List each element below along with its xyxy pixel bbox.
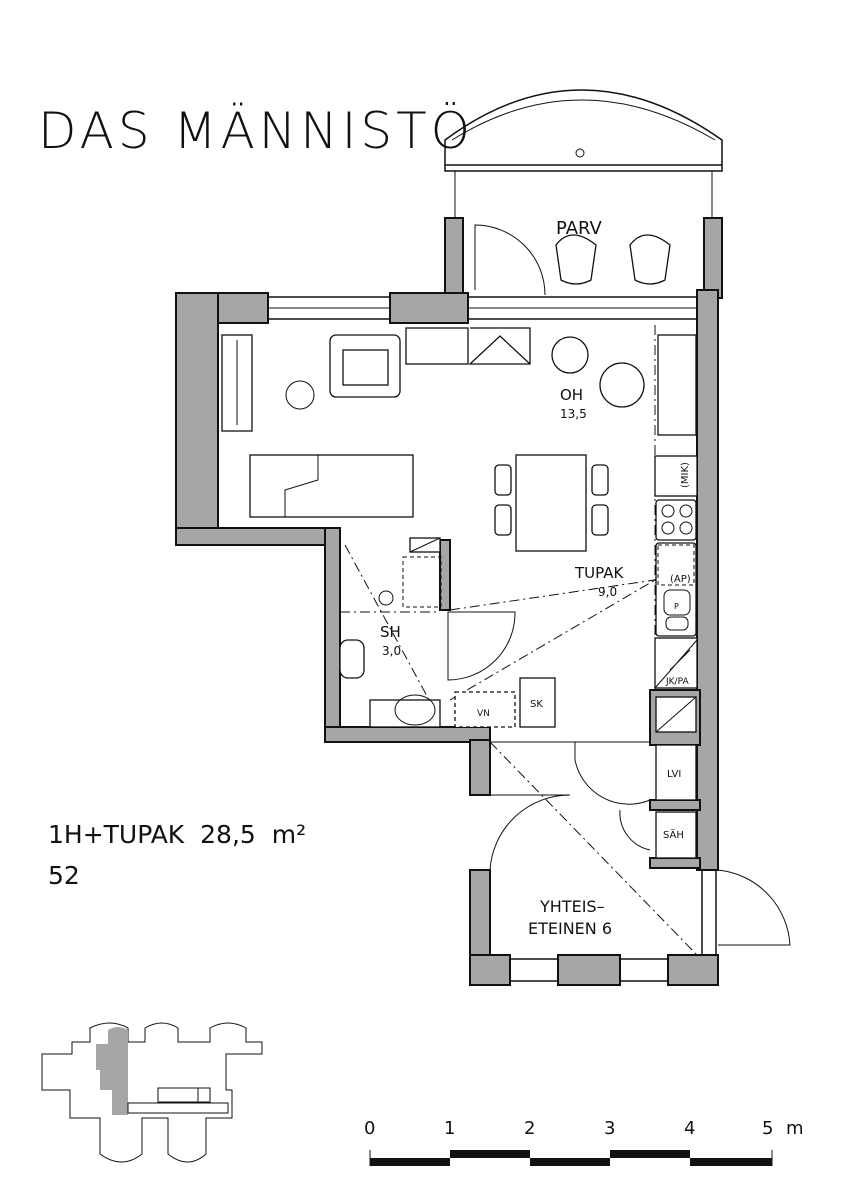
label-cabinet: SK [530,699,543,710]
microwave-cabinet [654,455,698,497]
scale-tick: 3 [604,1118,615,1139]
plant-icon [551,336,589,374]
scale-tick: 5 [762,1118,773,1139]
room-label-hall: YHTEIS– [539,897,605,916]
dog-icon [285,380,315,410]
key-plan [41,1022,263,1163]
sideboard [405,327,469,365]
lvi-door [574,742,651,805]
room-area-bathroom: 3,0 [382,644,401,658]
desk [657,334,697,436]
label-sink: P [674,602,679,611]
label-water-heater: VN [477,709,490,719]
round-table [599,362,645,408]
scale-unit: m [786,1118,804,1139]
electric-closet [655,811,697,859]
room-label-living: OH [560,386,583,404]
entrance-door [717,869,791,946]
label-microwave: (MIK) [680,462,691,488]
fridge [654,637,698,689]
room-label-bathroom: SH [380,623,401,641]
room-label-hall: ETEINEN 6 [528,919,612,938]
apartment-number: 52 [48,861,80,890]
chair-icon [555,234,597,285]
dining-table [515,454,587,552]
cabinet [519,677,556,728]
toilet-icon [339,639,365,679]
room-area-kitchen: 9,0 [598,585,617,599]
label-electric: SÄH [663,828,684,841]
sink-icon [663,589,691,616]
drain-icon [378,590,394,606]
label-dishwasher: (AP) [670,574,691,585]
scale-tick: 0 [364,1118,375,1139]
balcony-door [474,224,546,296]
scale-tick: 4 [684,1118,695,1139]
room-area-living: 13,5 [560,407,587,421]
water-heater [454,691,516,728]
bed [249,454,414,518]
apartment-area-unit: m² [272,820,306,849]
apartment-type: 1H+TUPAK [48,820,185,849]
bathroom-door [447,611,516,681]
stove-icon [655,499,697,541]
chair-icon [629,234,671,285]
washing-machine [402,556,442,608]
sideboard [468,327,531,365]
lvi-closet [655,744,697,801]
label-lvi: LVI [667,769,681,780]
scale-tick: 2 [524,1118,535,1139]
walls [175,289,719,986]
building-title: DAS MÄNNISTÖ [38,102,474,160]
scale-tick: 1 [444,1118,455,1139]
apartment-area: 28,5 [200,820,256,849]
scale-bar: 0 1 2 3 4 5 m [364,1118,804,1166]
balcony: PARV [444,89,723,299]
label-fridge: JK/PA [665,677,689,687]
room-label-kitchen: TUPAK [574,564,624,582]
apartment-summary: 1H+TUPAK 28,5 m² [48,820,306,849]
room-label-balcony: PARV [556,218,603,239]
hall-door [489,794,571,871]
